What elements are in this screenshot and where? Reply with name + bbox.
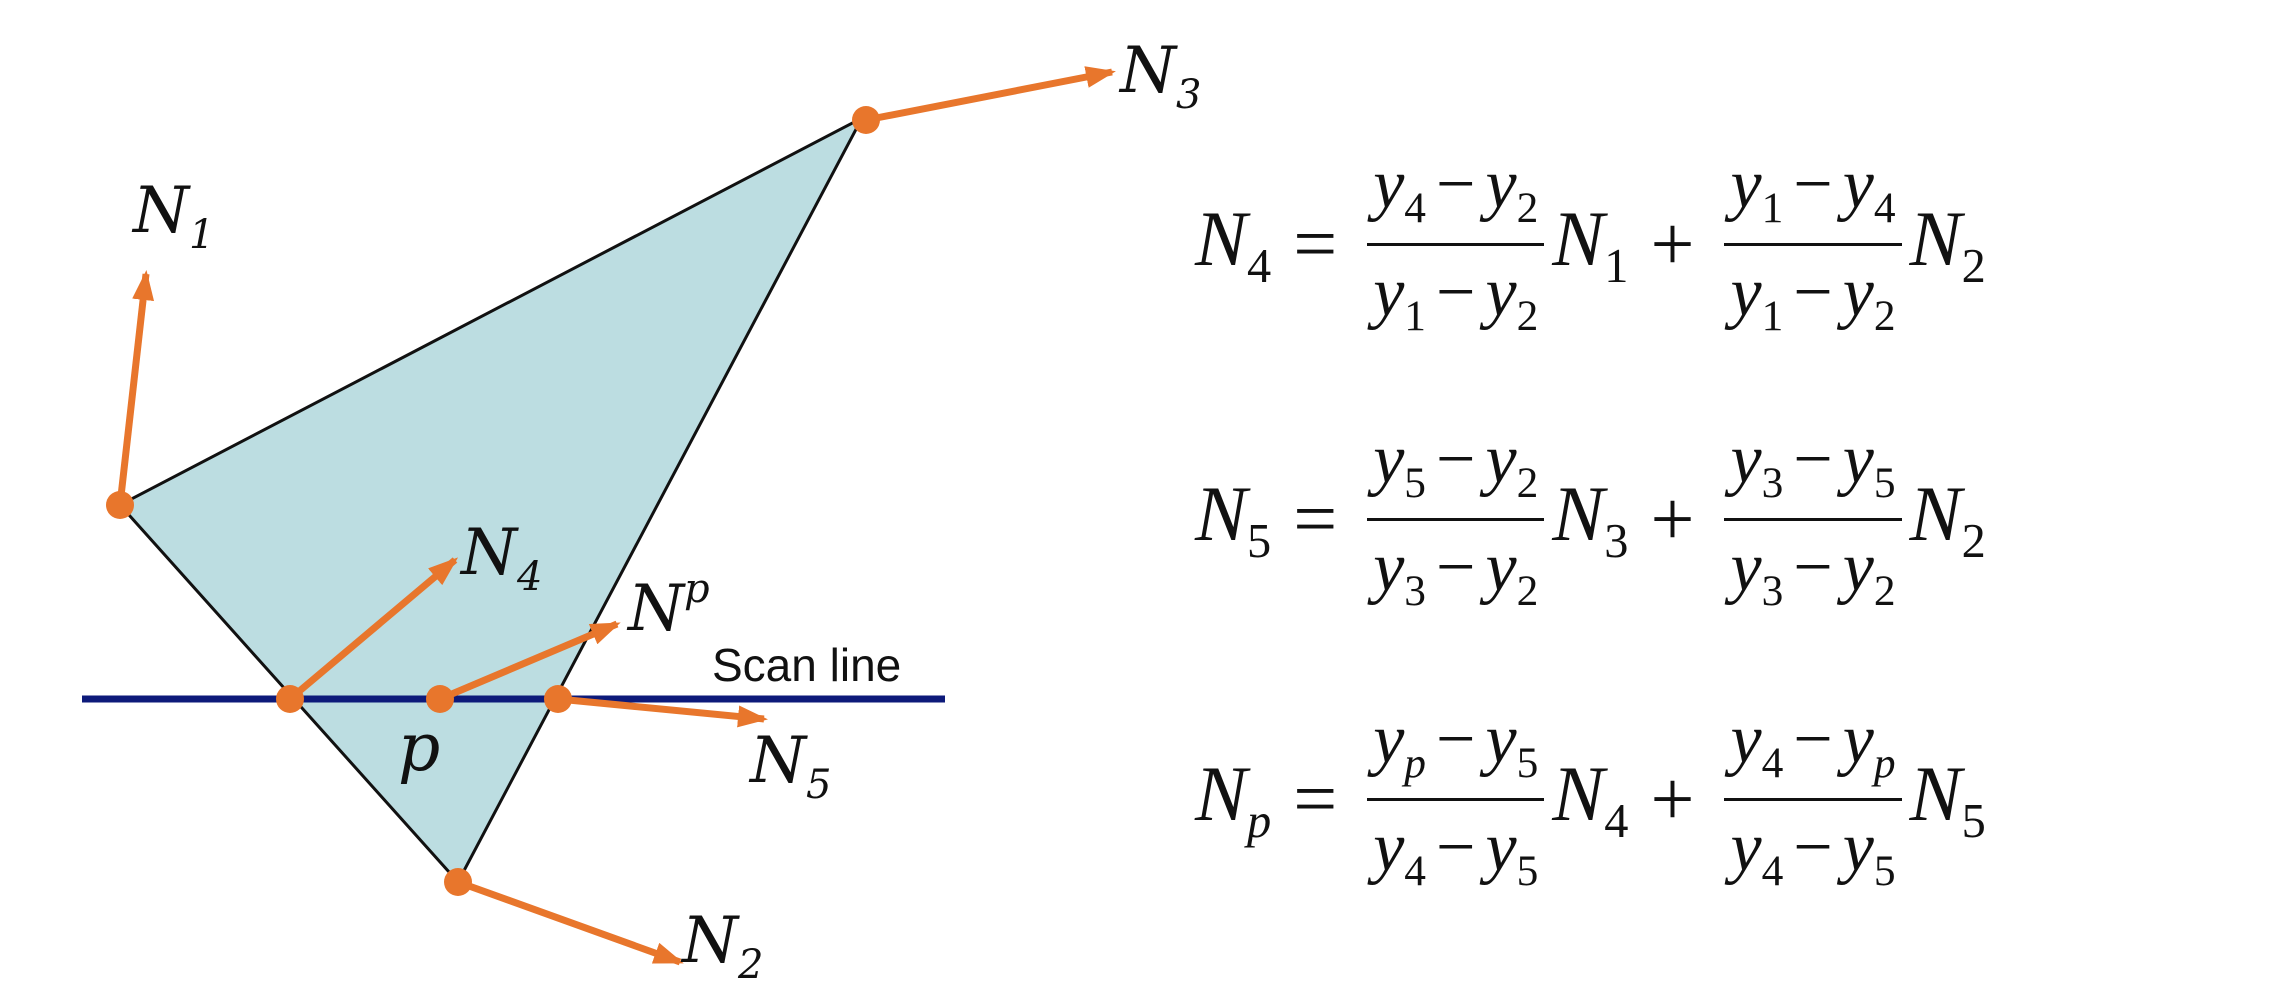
point-p: [426, 685, 454, 713]
scan-line-label: Scan line: [712, 639, 901, 691]
fraction: y5−y2 y3−y2: [1367, 425, 1545, 613]
edge-point-5: [544, 685, 572, 713]
equation-n5: N5 = y5−y2 y3−y2 N3 + y3−y5 y3−y2 N2: [1195, 425, 1986, 613]
eq-multiplier: N4: [1552, 750, 1629, 849]
label-np: Np: [626, 566, 710, 646]
equation-n4: N4 = y4−y2 y1−y2 N1 + y1−y4 y1−y2 N2: [1195, 150, 1986, 338]
fraction: y4−y2 y1−y2: [1367, 150, 1545, 338]
eq-lhs: N5: [1195, 470, 1272, 569]
equals-sign: =: [1293, 200, 1338, 288]
fraction: y4−yp y4−y5: [1724, 705, 1902, 893]
eq-multiplier: N3: [1552, 470, 1629, 569]
normal-arrow-n4: [287, 557, 459, 702]
normal-arrow-n2: [456, 878, 684, 966]
fraction: y1−y4 y1−y2: [1724, 150, 1902, 338]
equals-sign: =: [1293, 755, 1338, 843]
equals-sign: =: [1293, 475, 1338, 563]
vertex-dot-1: [106, 491, 134, 519]
eq-lhs: N4: [1195, 195, 1272, 294]
edge-point-4: [276, 685, 304, 713]
plus-sign: +: [1650, 200, 1695, 288]
vertex-dot-3: [852, 106, 880, 134]
normal-arrow-n3: [865, 66, 1116, 124]
vertex-dot-2: [444, 868, 472, 896]
normal-arrow-np: [438, 620, 621, 703]
eq-multiplier: N2: [1909, 470, 1986, 569]
plus-sign: +: [1650, 755, 1695, 843]
label-n3: N3: [1118, 34, 1200, 118]
plus-sign: +: [1650, 475, 1695, 563]
eq-lhs: Np: [1195, 750, 1272, 849]
label-n1: N1: [131, 174, 214, 258]
eq-multiplier: N2: [1909, 195, 1986, 294]
equation-np: Np = yp−y5 y4−y5 N4 + y4−yp y4−y5 N5: [1195, 705, 1986, 893]
fraction: y3−y5 y3−y2: [1724, 425, 1902, 613]
label-n5: N5: [748, 724, 831, 808]
shading-diagram: N1 N3 N4 Np Scan line p N5 N2: [82, 34, 1200, 988]
label-n2: N2: [680, 904, 763, 988]
normal-arrow-n5: [557, 695, 768, 728]
normal-arrow-n1: [116, 270, 155, 506]
fraction: yp−y5 y4−y5: [1367, 705, 1545, 893]
label-p: p: [398, 709, 440, 786]
label-n4: N4: [459, 516, 542, 600]
eq-multiplier: N1: [1552, 195, 1629, 294]
eq-multiplier: N5: [1909, 750, 1986, 849]
